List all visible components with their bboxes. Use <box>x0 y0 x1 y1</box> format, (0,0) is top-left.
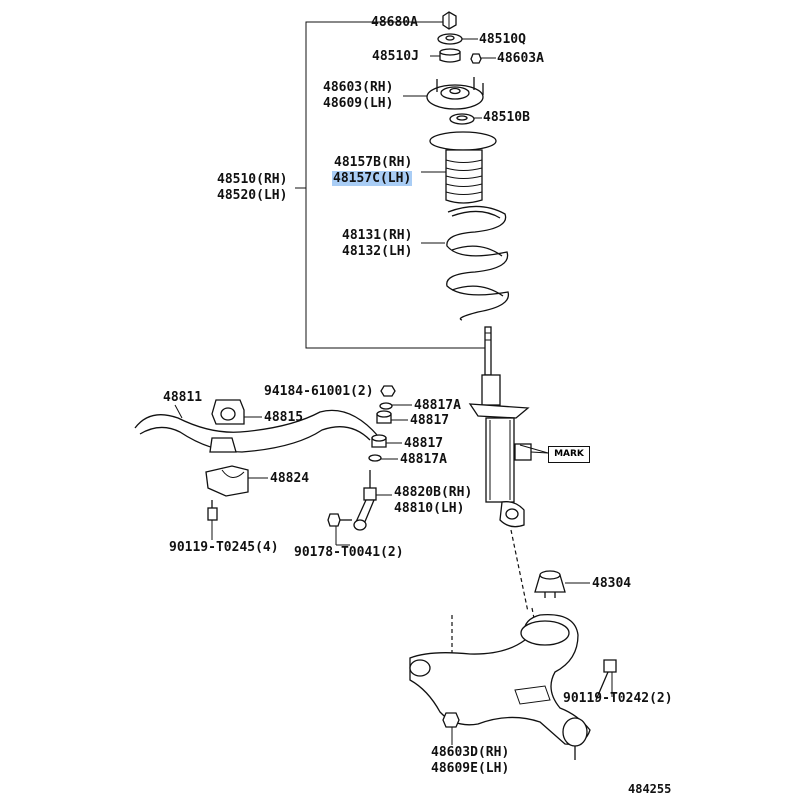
label-90178-T0041: 90178-T0041(2) <box>294 545 404 560</box>
washer-48817A-bottom <box>368 454 382 462</box>
bolt-90119-T0245 <box>207 500 218 521</box>
washer-48817A-top <box>379 402 393 410</box>
bushing-48815 <box>211 399 245 425</box>
label-48603-rh: 48603(RH) <box>323 80 394 95</box>
label-48304: 48304 <box>592 576 632 591</box>
coil-spring-48131 <box>446 205 510 321</box>
shock-absorber <box>468 326 532 528</box>
label-48609E-lh: 48609E(LH) <box>431 761 510 776</box>
stabilizer-link-48820B <box>353 470 377 531</box>
label-48510B: 48510B <box>483 110 530 125</box>
label-48510-rh: 48510(RH) <box>217 172 288 187</box>
label-48603D-rh: 48603D(RH) <box>431 745 510 760</box>
label-48157B-rh: 48157B(RH) <box>334 155 413 170</box>
label-48824: 48824 <box>270 471 310 486</box>
nut-48603A <box>470 53 482 64</box>
nut-48680A <box>442 11 457 30</box>
bound-stopper-48304 <box>534 570 566 598</box>
label-48131-rh: 48131(RH) <box>342 228 413 243</box>
label-48811: 48811 <box>163 390 203 405</box>
insulator-48510B <box>449 113 475 125</box>
lower-control-arm <box>409 614 591 760</box>
nut-94184-61001 <box>380 385 396 397</box>
label-48510J: 48510J <box>372 49 419 64</box>
figure-number: 484255 <box>628 782 672 796</box>
mark-label-box: MARK <box>548 446 590 463</box>
label-90119-T0242: 90119-T0242(2) <box>563 691 673 706</box>
label-48510Q: 48510Q <box>479 32 526 47</box>
bracket-48824 <box>205 465 249 497</box>
bushing-48817-bottom <box>371 434 387 448</box>
nut-48603D <box>442 712 460 728</box>
cushion-48510J <box>439 48 461 63</box>
stabilizer-bar-48811 <box>134 409 379 453</box>
bushing-48817-top <box>376 410 392 424</box>
label-48817-bottom: 48817 <box>404 436 444 451</box>
label-94184-61001: 94184-61001(2) <box>264 384 374 399</box>
label-48680A: 48680A <box>371 15 418 30</box>
bolt-90178-T0041 <box>327 513 352 527</box>
label-48817A-top: 48817A <box>414 398 461 413</box>
alignment-line <box>510 529 529 613</box>
assembly-bracket-line <box>305 21 485 349</box>
label-48157C-lh-highlighted[interactable]: 48157C(LH) <box>332 171 413 186</box>
label-48817-top: 48817 <box>410 413 450 428</box>
label-48132-lh: 48132(LH) <box>342 244 413 259</box>
label-48820B-rh: 48820B(RH) <box>394 485 473 500</box>
washer-48510Q <box>437 33 463 45</box>
bolt-90119-T0242 <box>595 659 617 701</box>
label-48817A-bottom: 48817A <box>400 452 447 467</box>
label-48609-lh: 48609(LH) <box>323 96 394 111</box>
label-90119-T0245: 90119-T0245(4) <box>169 540 279 555</box>
label-48810-lh: 48810(LH) <box>394 501 465 516</box>
label-48603A: 48603A <box>497 51 544 66</box>
label-48520-lh: 48520(LH) <box>217 188 288 203</box>
bumper-48157 <box>429 131 497 204</box>
upper-support-48603 <box>426 77 484 110</box>
label-48815: 48815 <box>264 410 304 425</box>
